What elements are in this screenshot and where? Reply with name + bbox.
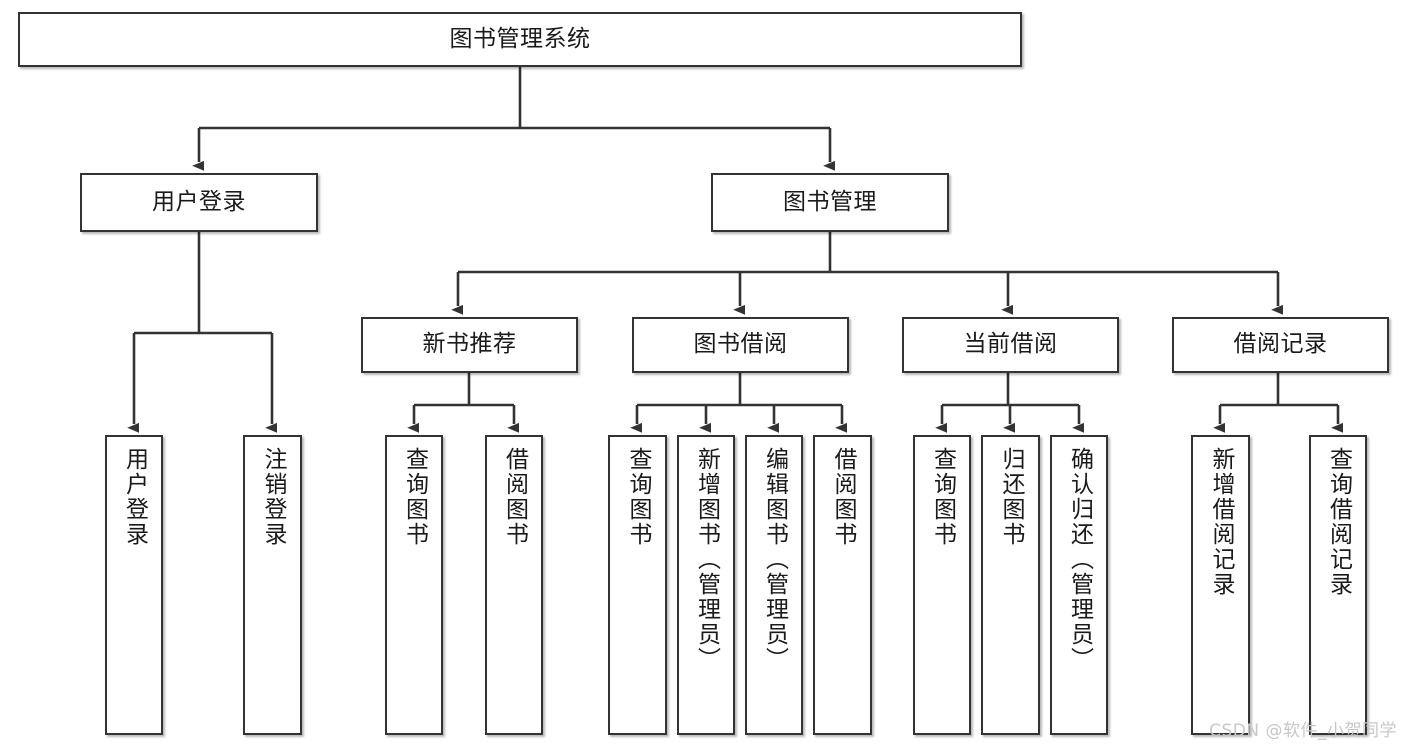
leaf-current-confirm-return[interactable]: 确认归还（管理员） <box>1050 435 1108 735</box>
node-borrow-record-label: 借阅记录 <box>1233 331 1328 358</box>
leaf-user-login-label: 用户登录 <box>121 447 148 547</box>
leaf-record-query[interactable]: 查询借阅记录 <box>1309 435 1367 735</box>
node-book-borrow[interactable]: 图书借阅 <box>632 317 849 373</box>
leaf-recommend-borrow-book[interactable]: 借阅图书 <box>485 435 543 735</box>
node-user-login-label: 用户登录 <box>152 188 246 215</box>
leaf-borrow-query-book-label: 查询图书 <box>625 447 651 547</box>
leaf-recommend-borrow-book-label: 借阅图书 <box>501 447 528 547</box>
node-book-management-label: 图书管理 <box>783 188 877 215</box>
node-root[interactable]: 图书管理系统 <box>18 12 1022 67</box>
leaf-borrow-add-book-label: 新增图书（管理员） <box>693 447 720 672</box>
leaf-logout-label: 注销登录 <box>260 447 286 547</box>
node-book-management[interactable]: 图书管理 <box>711 173 949 232</box>
leaf-recommend-query-book-label: 查询图书 <box>401 447 428 547</box>
leaf-recommend-query-book[interactable]: 查询图书 <box>385 435 443 735</box>
leaf-current-query-book-label: 查询图书 <box>929 447 956 547</box>
leaf-current-query-book[interactable]: 查询图书 <box>913 435 971 735</box>
leaf-borrow-edit-book-label: 编辑图书（管理员） <box>761 447 788 672</box>
leaf-record-query-label: 查询借阅记录 <box>1325 447 1352 597</box>
leaf-borrow-add-book[interactable]: 新增图书（管理员） <box>677 435 735 735</box>
leaf-current-confirm-return-label: 确认归还（管理员） <box>1066 447 1093 672</box>
node-current-borrow-label: 当前借阅 <box>963 331 1058 358</box>
node-new-book-recommend-label: 新书推荐 <box>422 331 517 358</box>
node-borrow-record[interactable]: 借阅记录 <box>1172 317 1389 373</box>
leaf-borrow-query-book[interactable]: 查询图书 <box>608 435 667 735</box>
leaf-record-add[interactable]: 新增借阅记录 <box>1191 435 1250 735</box>
node-user-login[interactable]: 用户登录 <box>80 173 318 232</box>
node-root-label: 图书管理系统 <box>449 25 591 52</box>
leaf-current-return-book[interactable]: 归还图书 <box>981 435 1040 735</box>
leaf-record-add-label: 新增借阅记录 <box>1208 447 1234 597</box>
leaf-user-login[interactable]: 用户登录 <box>105 435 163 735</box>
leaf-current-return-book-label: 归还图书 <box>998 447 1024 547</box>
leaf-borrow-borrow-book-label: 借阅图书 <box>830 447 856 547</box>
leaf-logout[interactable]: 注销登录 <box>243 435 302 735</box>
node-new-book-recommend[interactable]: 新书推荐 <box>361 317 578 373</box>
node-current-borrow[interactable]: 当前借阅 <box>902 317 1119 373</box>
node-book-borrow-label: 图书借阅 <box>693 331 788 358</box>
leaf-borrow-edit-book[interactable]: 编辑图书（管理员） <box>745 435 803 735</box>
leaf-borrow-borrow-book[interactable]: 借阅图书 <box>813 435 872 735</box>
